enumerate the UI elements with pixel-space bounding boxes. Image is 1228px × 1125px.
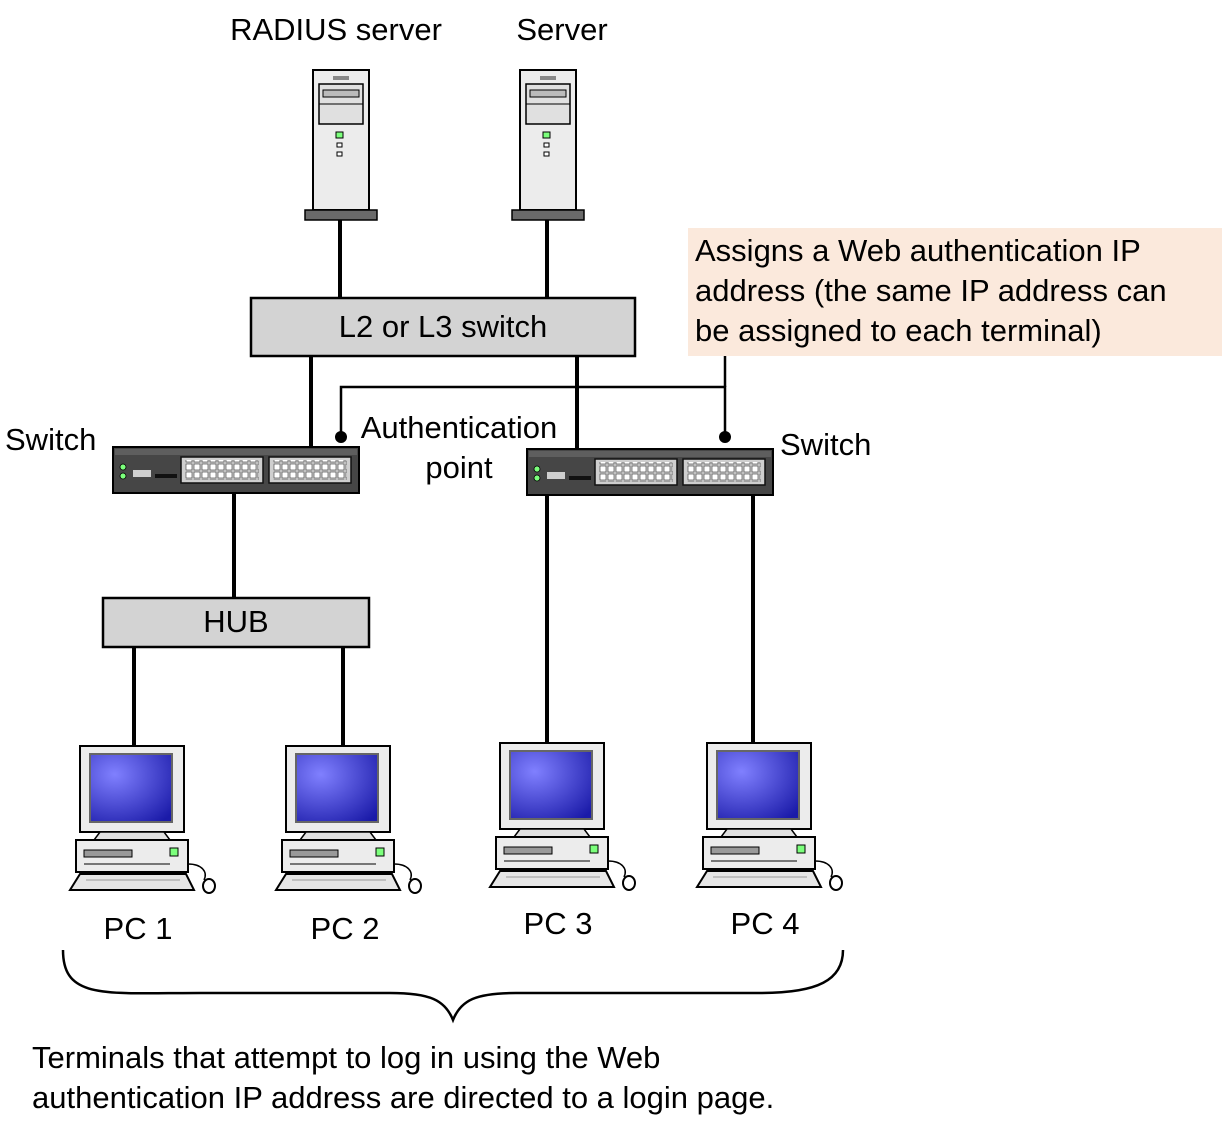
hub: HUB <box>101 596 371 649</box>
radius-server: RADIUS server <box>230 12 442 221</box>
core-switch: L2 or L3 switch <box>249 296 637 358</box>
terminals-brace <box>61 949 845 1024</box>
auth-point-leader <box>339 356 727 437</box>
pc-1-label: PC 1 <box>104 911 173 946</box>
switch-right-label: Switch <box>780 427 871 462</box>
hub-label: HUB <box>203 604 268 639</box>
switch-left: Switch <box>5 422 360 494</box>
radius-server-label: RADIUS server <box>230 12 442 47</box>
auth-point-label-line-1: Authentication <box>361 410 557 445</box>
callout-box: Assigns a Web authentication IP address … <box>688 228 1222 356</box>
auth-point-dot-right <box>719 431 731 443</box>
server-label: Server <box>516 12 607 47</box>
pc-4: PC 4 <box>696 742 843 941</box>
callout-line-3: be assigned to each terminal) <box>695 313 1102 348</box>
connection-lines <box>132 220 755 746</box>
pc-3-icon <box>489 742 636 891</box>
pc-2-label: PC 2 <box>311 911 380 946</box>
radius-server-icon <box>304 69 378 221</box>
callout-line-2: address (the same IP address can <box>695 273 1167 308</box>
footnote-line-1: Terminals that attempt to log in using t… <box>32 1040 660 1075</box>
switch-right-icon <box>526 448 774 496</box>
footnote-line-2: authentication IP address are directed t… <box>32 1080 774 1115</box>
auth-point-dot-left <box>335 431 347 443</box>
pc-3: PC 3 <box>489 742 636 941</box>
server: Server <box>511 12 608 221</box>
pc-1: PC 1 <box>69 745 216 946</box>
switch-left-label: Switch <box>5 422 96 457</box>
pc-1-icon <box>69 745 216 894</box>
switch-left-icon <box>112 446 360 494</box>
pc-4-icon <box>696 742 843 891</box>
pc-4-label: PC 4 <box>731 906 800 941</box>
pc-2: PC 2 <box>275 745 422 946</box>
auth-point-label-line-2: point <box>425 450 493 485</box>
core-switch-label: L2 or L3 switch <box>339 309 548 344</box>
switch-right: Switch <box>526 427 871 496</box>
callout-line-1: Assigns a Web authentication IP <box>695 233 1141 268</box>
pc-3-label: PC 3 <box>524 906 593 941</box>
server-icon <box>511 69 585 221</box>
pc-2-icon <box>275 745 422 894</box>
